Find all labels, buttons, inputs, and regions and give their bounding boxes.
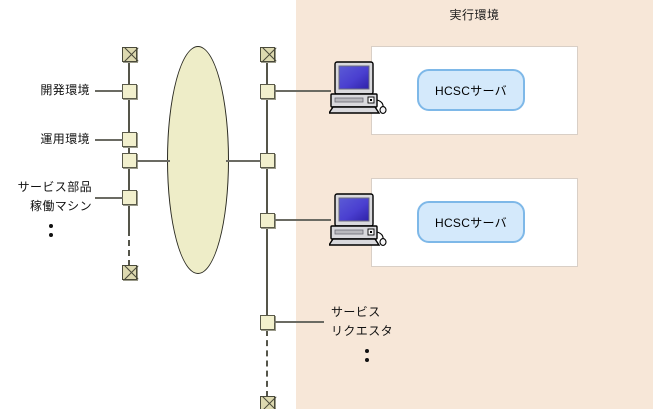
square-node-icon-right-hub <box>260 153 275 168</box>
connector-server-1 <box>274 90 331 92</box>
x-box-icon-right-top <box>260 47 275 62</box>
vertical-ellipsis-icon-left <box>46 224 56 242</box>
desktop-computer-icon-1 <box>327 60 389 115</box>
left-bus-dashed <box>128 230 130 266</box>
x-box-icon-right-bottom <box>260 396 275 409</box>
square-node-icon-ops <box>122 132 137 147</box>
connector-dev-label <box>95 90 123 92</box>
label-service-requester-line-1: サービス <box>331 305 381 319</box>
left-bus-segment-5 <box>128 204 130 230</box>
connector-left-hub-to-network <box>136 160 170 162</box>
execution-environment-title: 実行環境 <box>449 8 500 22</box>
square-node-icon-service-machine <box>122 190 137 205</box>
right-bus-segment-1 <box>266 60 268 86</box>
x-box-icon-left-bottom <box>122 265 137 280</box>
connector-requester-label <box>274 321 324 323</box>
right-bus-segment-2 <box>266 98 268 155</box>
label-service-requester-line-2: リクエスタ <box>331 324 394 338</box>
square-node-icon-server-2 <box>260 213 275 228</box>
connector-network-to-right-hub <box>226 160 261 162</box>
label-service-machine-line-2: 稼働マシン <box>29 199 92 213</box>
square-node-icon-requester <box>260 315 275 330</box>
hcsc-server-2: HCSCサーバ <box>417 201 525 243</box>
x-box-icon-left-top <box>122 47 137 62</box>
right-bus-segment-4 <box>266 227 268 316</box>
vertical-ellipsis-icon-right <box>362 349 372 367</box>
desktop-computer-icon-2 <box>327 192 389 247</box>
right-bus-segment-3 <box>266 167 268 214</box>
connector-server-2 <box>274 219 331 221</box>
left-bus-segment-2 <box>128 98 130 135</box>
label-operation-environment: 運用環境 <box>40 132 90 146</box>
left-bus-segment-3 <box>128 146 130 155</box>
right-bus-dashed <box>266 330 268 397</box>
square-node-icon-left-hub <box>122 153 137 168</box>
left-bus-segment-1 <box>128 60 130 86</box>
label-service-machine-line-1: サービス部品 <box>17 180 92 194</box>
hcsc-server-1: HCSCサーバ <box>417 69 525 111</box>
ellipse-network-icon <box>167 46 229 274</box>
label-development-environment: 開発環境 <box>40 83 90 97</box>
connector-ops-label <box>95 139 123 141</box>
square-node-icon-server-1 <box>260 84 275 99</box>
square-node-icon-dev <box>122 84 137 99</box>
connector-service-machine-label <box>95 197 123 199</box>
left-bus-segment-4 <box>128 167 130 192</box>
